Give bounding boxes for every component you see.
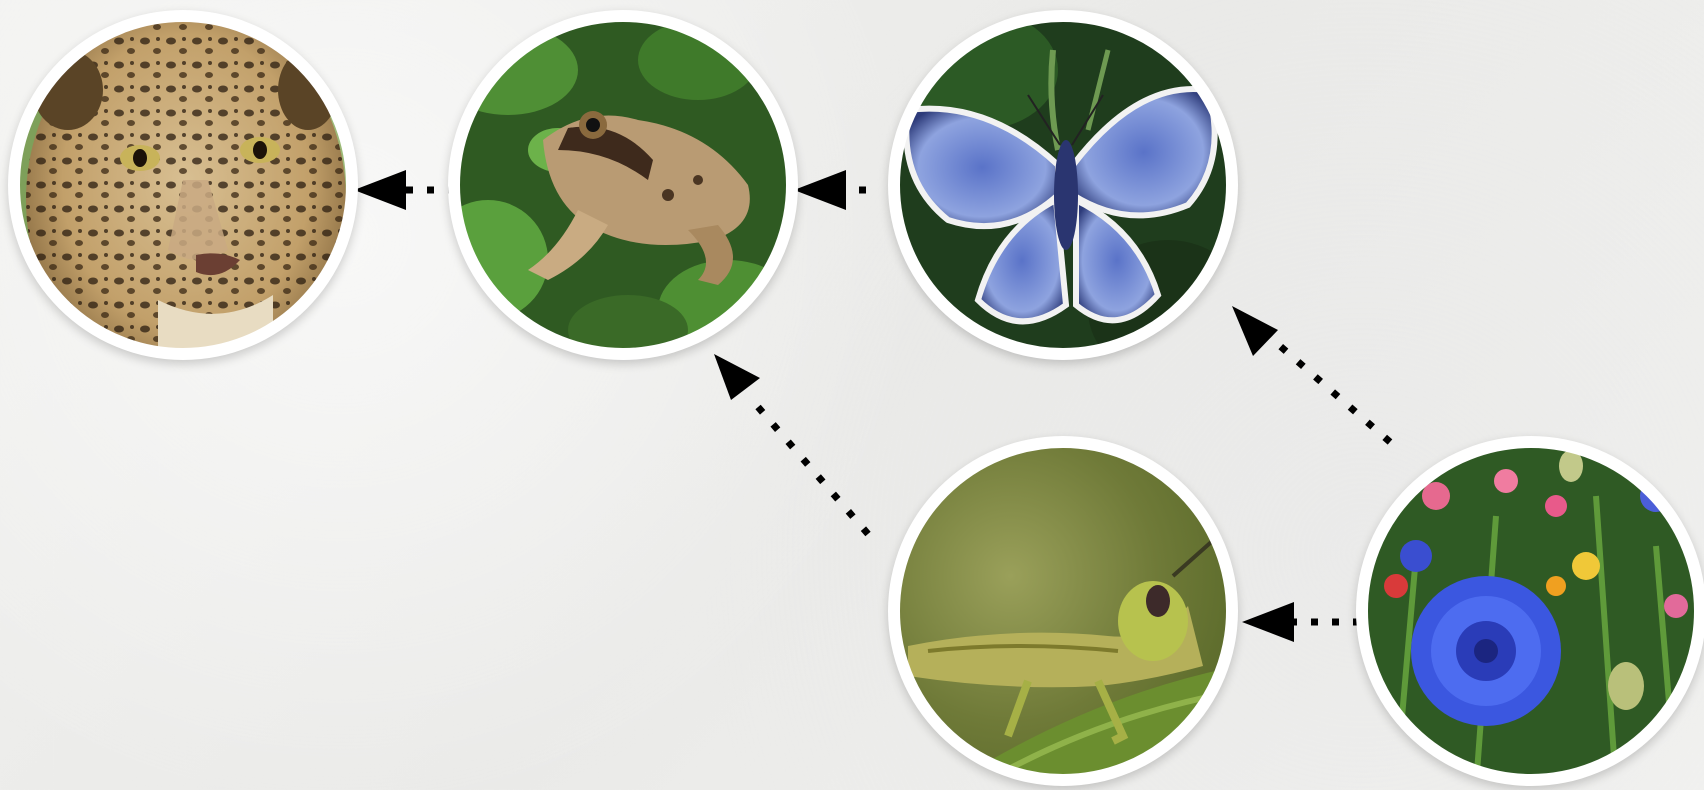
grasshopper-node [888, 436, 1238, 786]
frog-photo [448, 10, 798, 360]
grasshopper-photo [888, 436, 1238, 786]
arrow-flowers-to-grasshopper [1242, 602, 1360, 642]
arrow-grasshopper-to-frog [714, 354, 868, 534]
arrow-butterfly-to-frog [794, 170, 866, 210]
flowers-node [1356, 436, 1704, 786]
cornflower-icon [1411, 576, 1561, 726]
butterfly-node [888, 10, 1238, 360]
arrow-flowers-to-butterfly [1232, 306, 1390, 442]
leopard-node [8, 10, 358, 360]
flowers-photo [1356, 436, 1704, 786]
butterfly-photo [888, 10, 1238, 360]
frog-node [448, 10, 798, 360]
leopard-photo [8, 10, 358, 360]
